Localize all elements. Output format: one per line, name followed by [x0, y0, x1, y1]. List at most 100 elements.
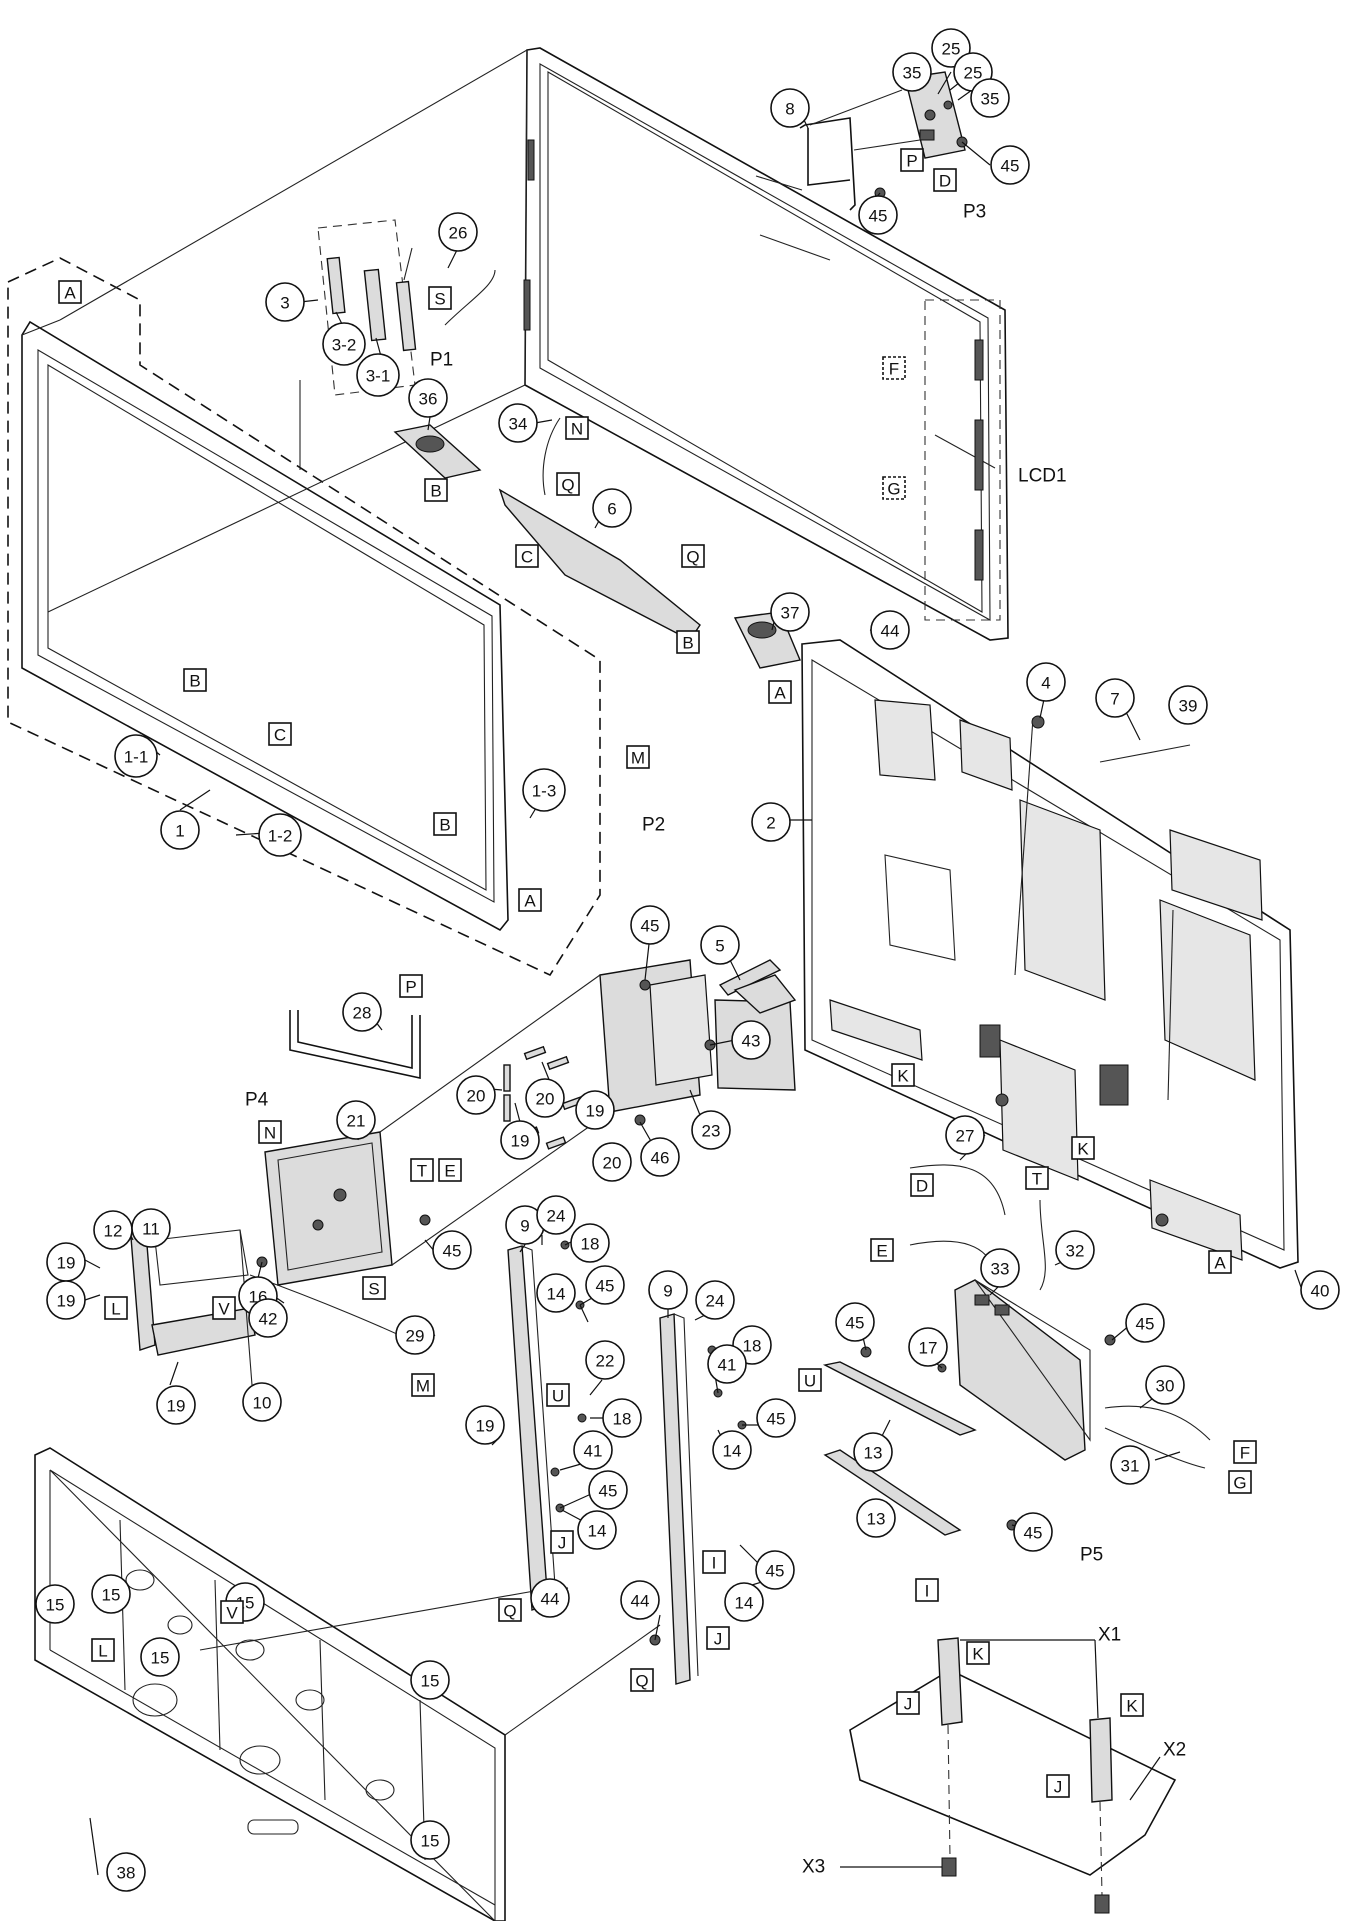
callout-circle — [577, 1510, 617, 1550]
callout-number: 44 — [541, 1590, 560, 1609]
callout-45: 45 — [835, 1302, 875, 1342]
callout-23: 23 — [691, 1110, 731, 1150]
tag-box — [556, 472, 580, 496]
tag-letter: T — [1032, 1170, 1042, 1189]
callout-circle — [438, 212, 478, 252]
callout-number: 14 — [735, 1594, 754, 1613]
ref-label-p4: P4 — [245, 1090, 269, 1111]
callout-circle — [980, 1248, 1020, 1288]
tag-letter: Q — [503, 1602, 516, 1621]
connector-tag-U: U — [546, 1383, 570, 1407]
callout-18: 18 — [570, 1223, 610, 1263]
callout-20: 20 — [592, 1142, 632, 1182]
callout-circle — [640, 1137, 680, 1177]
callout-circle — [91, 1574, 131, 1614]
callout-15: 15 — [410, 1820, 450, 1860]
callout-36: 36 — [408, 378, 448, 418]
callout-number: 10 — [253, 1394, 272, 1413]
callout-19: 19 — [575, 1090, 615, 1130]
callout-number: 39 — [1179, 697, 1198, 716]
callout-18: 18 — [602, 1398, 642, 1438]
ref-designator: P2 — [642, 815, 665, 836]
tag-box — [1071, 1136, 1095, 1160]
callout-5: 5 — [700, 925, 740, 965]
tag-letter: K — [897, 1067, 909, 1086]
callout-number: 31 — [1121, 1457, 1140, 1476]
callout-number: 30 — [1156, 1377, 1175, 1396]
connector-tag-A: A — [1208, 1250, 1232, 1274]
connector-tag-S: S — [362, 1276, 386, 1300]
callout-number: 22 — [596, 1352, 615, 1371]
callout-number: 29 — [406, 1327, 425, 1346]
ref-designator: P5 — [1080, 1545, 1103, 1566]
callout-number: 27 — [956, 1127, 975, 1146]
callout-circle — [892, 52, 932, 92]
callout-circle — [410, 1820, 450, 1860]
callout-number: 32 — [1066, 1242, 1085, 1261]
connector-tag-A: A — [518, 888, 542, 912]
callout-circle — [1168, 685, 1208, 725]
ref-designator: X3 — [802, 1857, 825, 1878]
ref-designator: P3 — [963, 202, 986, 223]
callout-circle — [1055, 1230, 1095, 1270]
callout-45: 45 — [1013, 1512, 1053, 1552]
tag-box — [212, 1296, 236, 1320]
ref-label-x2: X2 — [1163, 1740, 1186, 1761]
callout-24: 24 — [536, 1195, 576, 1235]
tag-box — [1025, 1166, 1049, 1190]
callout-circle — [1026, 662, 1066, 702]
callout-21: 21 — [336, 1100, 376, 1140]
connector-tag-G: G — [882, 476, 906, 500]
tag-box — [424, 478, 448, 502]
tag-box — [681, 544, 705, 568]
callout-45: 45 — [585, 1265, 625, 1305]
callout-number: 42 — [259, 1310, 278, 1329]
callout-circle — [648, 1270, 688, 1310]
callout-number: 24 — [547, 1207, 566, 1226]
tag-letter: A — [524, 892, 536, 911]
callout-circle — [724, 1582, 764, 1622]
callout-number: 38 — [117, 1864, 136, 1883]
callout-number: 45 — [641, 917, 660, 936]
tag-box — [183, 668, 207, 692]
callout-4: 4 — [1026, 662, 1066, 702]
callout-circle — [858, 195, 898, 235]
callout-circle — [265, 282, 305, 322]
callout-circle — [465, 1405, 505, 1445]
connector-tag-N: N — [258, 1120, 282, 1144]
callout-19: 19 — [465, 1405, 505, 1445]
callout-44: 44 — [530, 1578, 570, 1618]
callout-number: 12 — [104, 1222, 123, 1241]
connector-tag-M: M — [626, 745, 650, 769]
callout-number: 44 — [631, 1592, 650, 1611]
tag-box — [362, 1276, 386, 1300]
callout-37: 37 — [770, 592, 810, 632]
tag-box — [702, 1550, 726, 1574]
callout-number: 37 — [781, 604, 800, 623]
callout-number: 13 — [867, 1510, 886, 1529]
connector-tag-F: F — [882, 356, 906, 380]
callout-number: 43 — [742, 1032, 761, 1051]
connector-tag-K: K — [1071, 1136, 1095, 1160]
callout-circle — [870, 610, 910, 650]
mounting-brackets-9 — [507, 1245, 699, 1685]
connector-tag-S: S — [428, 286, 452, 310]
callout-15: 15 — [140, 1637, 180, 1677]
callout-number: 24 — [706, 1292, 725, 1311]
ref-label-p3: P3 — [963, 202, 986, 223]
tag-letter: Q — [561, 476, 574, 495]
callout-number: 45 — [1136, 1315, 1155, 1334]
callout-39: 39 — [1168, 685, 1208, 725]
callout-circle — [751, 802, 791, 842]
tag-letter: U — [552, 1387, 564, 1406]
ref-label-lcd1: LCD1 — [1018, 466, 1067, 487]
connector-tag-P: P — [900, 148, 924, 172]
callout-26: 26 — [438, 212, 478, 252]
callout-circle — [336, 1100, 376, 1140]
tag-box — [626, 745, 650, 769]
callout-circle — [248, 1298, 288, 1338]
callout-3: 3 — [265, 282, 305, 322]
